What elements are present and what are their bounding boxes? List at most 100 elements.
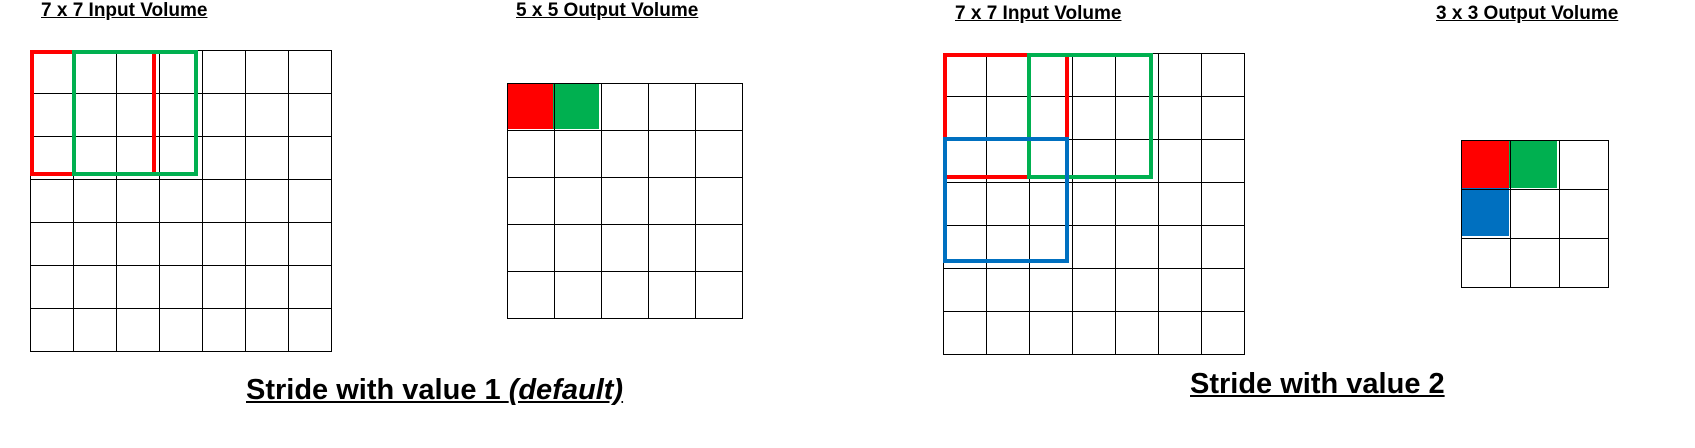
grid-cell — [1029, 311, 1073, 355]
grid-cell — [1115, 139, 1159, 183]
grid-cell — [73, 222, 117, 266]
grid-row — [943, 268, 1245, 312]
grid-cell — [1029, 182, 1073, 226]
grid-cell — [288, 179, 332, 223]
grid-cell — [30, 179, 74, 223]
grid-cell — [202, 222, 246, 266]
grid-cell — [159, 308, 203, 352]
grid-row — [30, 179, 332, 223]
grid-row — [943, 139, 1245, 183]
grid-cell — [1559, 238, 1609, 288]
grid-cell — [648, 224, 696, 272]
grid-cell — [73, 50, 117, 94]
grid-cell — [695, 83, 743, 131]
grid-cell — [986, 139, 1030, 183]
grid-cell — [245, 308, 289, 352]
grid-cell — [159, 136, 203, 180]
grid-cell — [245, 222, 289, 266]
grid-cell — [648, 177, 696, 225]
output-grid-stride-2 — [1461, 140, 1609, 288]
input-volume-label-stride-1: 7 x 7 Input Volume — [41, 0, 208, 21]
grid-cell — [1115, 53, 1159, 97]
grid-cell — [507, 83, 555, 131]
grid-cell — [288, 265, 332, 309]
grid-cell — [554, 130, 602, 178]
grid-cell — [159, 93, 203, 137]
grid-cell — [943, 96, 987, 140]
grid-cell — [601, 271, 649, 319]
grid-cell — [601, 177, 649, 225]
grid-cell — [288, 222, 332, 266]
grid-cell — [116, 265, 160, 309]
grid-cell — [1158, 268, 1202, 312]
grid-cell — [1158, 96, 1202, 140]
grid-cell — [159, 222, 203, 266]
grid-cell — [1115, 311, 1159, 355]
grid-cell — [30, 308, 74, 352]
grid-cell — [986, 53, 1030, 97]
grid-cell — [648, 83, 696, 131]
grid-cell — [1072, 53, 1116, 97]
grid-cell — [1510, 238, 1560, 288]
output-volume-label-stride-2: 3 x 3 Output Volume — [1436, 3, 1619, 24]
grid-cell — [30, 265, 74, 309]
grid-row — [943, 53, 1245, 97]
grid-cell — [245, 265, 289, 309]
grid-row — [1461, 238, 1609, 288]
grid-cell — [1158, 311, 1202, 355]
grid-cell — [1115, 268, 1159, 312]
grid-cell — [30, 50, 74, 94]
grid-cell — [1115, 182, 1159, 226]
grid-row — [30, 50, 332, 94]
grid-cell — [1029, 268, 1073, 312]
grid-row — [507, 83, 743, 131]
grid-cell — [1158, 225, 1202, 269]
grid-cell — [1461, 238, 1511, 288]
grid-row — [30, 265, 332, 309]
grid-cell — [986, 96, 1030, 140]
grid-cell — [1072, 311, 1116, 355]
grid-cell — [554, 83, 602, 131]
grid-cell — [601, 130, 649, 178]
grid-cell — [507, 177, 555, 225]
grid-row — [30, 222, 332, 266]
grid-cell — [695, 224, 743, 272]
grid-cell — [1158, 139, 1202, 183]
input-grid-stride-2 — [943, 53, 1245, 355]
grid-cell — [30, 222, 74, 266]
grid-cell — [943, 225, 987, 269]
grid-cell — [202, 308, 246, 352]
grid-cell — [1201, 96, 1245, 140]
grid-cell — [288, 93, 332, 137]
grid-row — [507, 130, 743, 178]
grid-cell — [986, 311, 1030, 355]
grid-cell — [1510, 189, 1560, 239]
grid-cell — [695, 271, 743, 319]
grid-cell — [648, 130, 696, 178]
grid-cell — [73, 136, 117, 180]
grid-cell — [986, 268, 1030, 312]
grid-cell — [73, 93, 117, 137]
grid-cell — [1115, 225, 1159, 269]
grid-cell — [1461, 189, 1511, 239]
grid-cell — [1510, 140, 1560, 190]
output-volume-label-stride-1: 5 x 5 Output Volume — [516, 0, 699, 21]
grid-cell — [1029, 139, 1073, 183]
grid-row — [30, 93, 332, 137]
grid-cell — [73, 265, 117, 309]
grid-row — [1461, 140, 1609, 190]
grid-row — [943, 311, 1245, 355]
grid-row — [30, 308, 332, 352]
grid-cell — [202, 179, 246, 223]
grid-cell — [202, 136, 246, 180]
grid-cell — [554, 177, 602, 225]
grid-cell — [1029, 225, 1073, 269]
grid-cell — [554, 271, 602, 319]
grid-cell — [1158, 53, 1202, 97]
grid-cell — [1461, 140, 1511, 190]
grid-cell — [943, 268, 987, 312]
grid-cell — [507, 271, 555, 319]
grid-cell — [1029, 96, 1073, 140]
grid-cell — [1559, 140, 1609, 190]
